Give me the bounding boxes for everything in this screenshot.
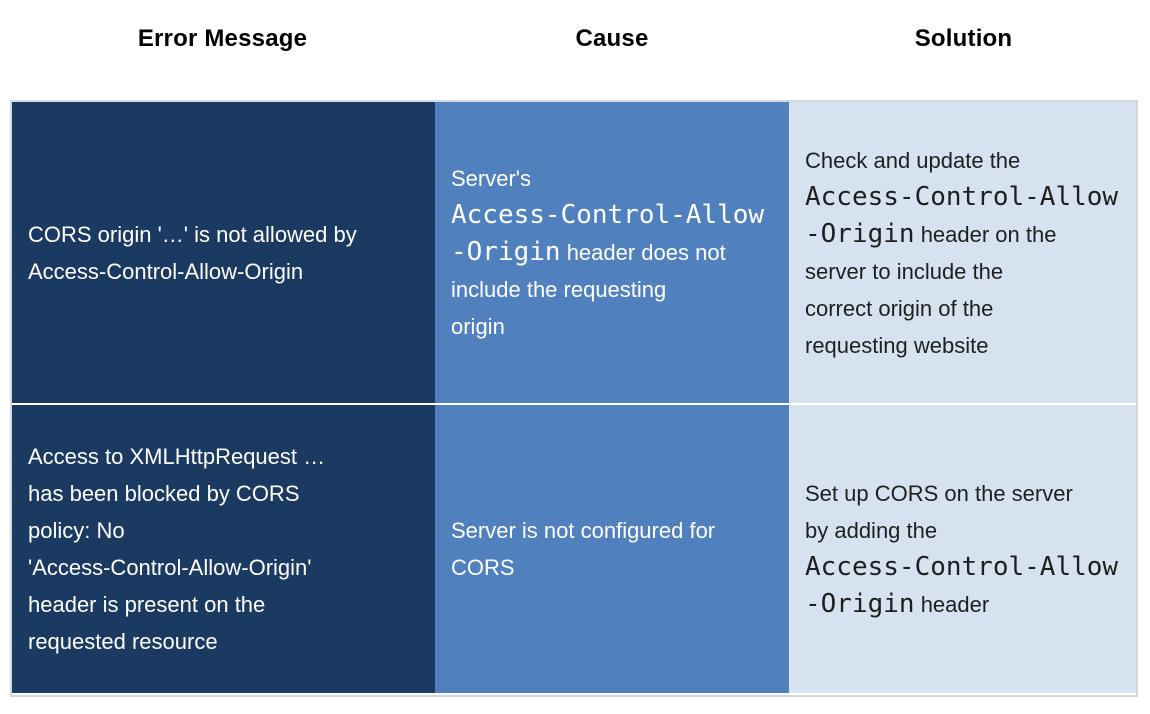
code-token: Access-Control-Allow [805, 552, 1119, 582]
cell-error-message-1: CORS origin '…' is not allowed by Access-… [12, 102, 435, 403]
column-header-error-message: Error Message [137, 25, 308, 52]
text-run: requested resource [28, 629, 218, 654]
text-run: has been blocked by CORS [28, 481, 300, 506]
text-run: by adding the [805, 518, 938, 543]
table-row: Access to XMLHttpRequest … has been block… [12, 403, 1136, 693]
text-run: Server is not configured for [451, 518, 716, 543]
code-token: -Origin [451, 237, 561, 267]
table-header-row: Error Message Cause Solution [10, 0, 1138, 100]
text-run: origin [451, 314, 505, 339]
text-run: header on the [914, 221, 1057, 247]
error-message-text: Access to XMLHttpRequest … has been block… [28, 438, 419, 660]
text-run: server to include the [805, 258, 1004, 284]
text-run: CORS origin '…' is not allowed by [28, 221, 357, 247]
text-run: Check and update the [805, 147, 1021, 173]
code-token: Access-Control-Allow [805, 181, 1119, 212]
text-run: correct origin of the [805, 295, 994, 321]
text-run: Access to XMLHttpRequest … [28, 444, 326, 469]
table-row: CORS origin '…' is not allowed by Access-… [12, 102, 1136, 403]
text-run: policy: No [28, 518, 125, 543]
text-run: 'Access-Control-Allow-Origin' [28, 555, 312, 580]
text-run: include the requesting [451, 277, 667, 302]
code-token: -Origin [805, 218, 915, 249]
code-token: -Origin [805, 589, 915, 619]
cors-table: CORS origin '…' is not allowed by Access-… [10, 100, 1138, 697]
text-run: CORS [451, 555, 515, 580]
text-run: requesting website [805, 332, 989, 358]
text-run: Server's [451, 166, 531, 191]
text-run: header does not [560, 240, 726, 265]
text-run: Access-Control-Allow-Origin [28, 258, 304, 284]
column-header-cause: Cause [575, 25, 649, 52]
error-message-text: CORS origin '…' is not allowed by Access-… [28, 216, 419, 290]
text-run: header [914, 592, 990, 617]
code-token: Access-Control-Allow [451, 200, 765, 230]
text-run: Set up CORS on the server [805, 481, 1073, 506]
text-run: header is present on the [28, 592, 266, 617]
column-header-solution: Solution [914, 25, 1013, 52]
cell-error-message-2: Access to XMLHttpRequest … has been block… [12, 405, 435, 693]
